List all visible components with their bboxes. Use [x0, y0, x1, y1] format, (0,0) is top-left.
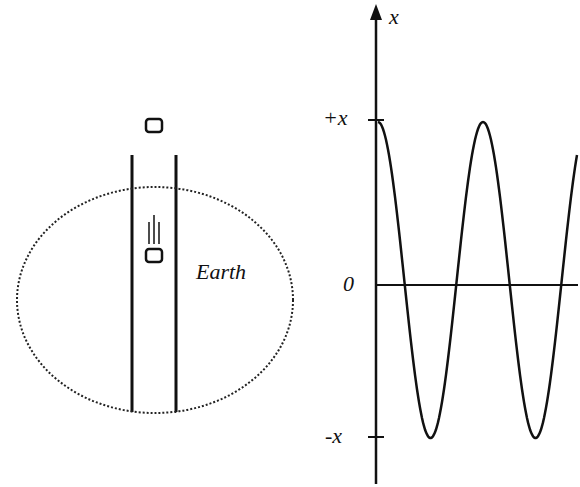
tunnel-wall [131, 155, 134, 412]
axis [375, 14, 378, 484]
axis [376, 284, 578, 286]
zero-label: 0 [342, 273, 355, 295]
motion-line [148, 222, 150, 244]
earth-circle [15, 185, 295, 415]
motion-line [158, 222, 160, 244]
tunnel-wall [175, 155, 178, 412]
motion-line [153, 215, 155, 244]
tick [368, 119, 384, 121]
oscillation-curve [378, 122, 577, 438]
block [146, 249, 162, 262]
amplitude-label: -x [324, 425, 343, 447]
axis-label: x [388, 6, 400, 28]
earth-outline: Earth [15, 185, 295, 415]
tick [368, 436, 384, 438]
axis-arrow [370, 4, 382, 20]
amplitude-label: +x [322, 107, 349, 129]
block [146, 119, 162, 132]
node-label: Earth [195, 261, 247, 283]
